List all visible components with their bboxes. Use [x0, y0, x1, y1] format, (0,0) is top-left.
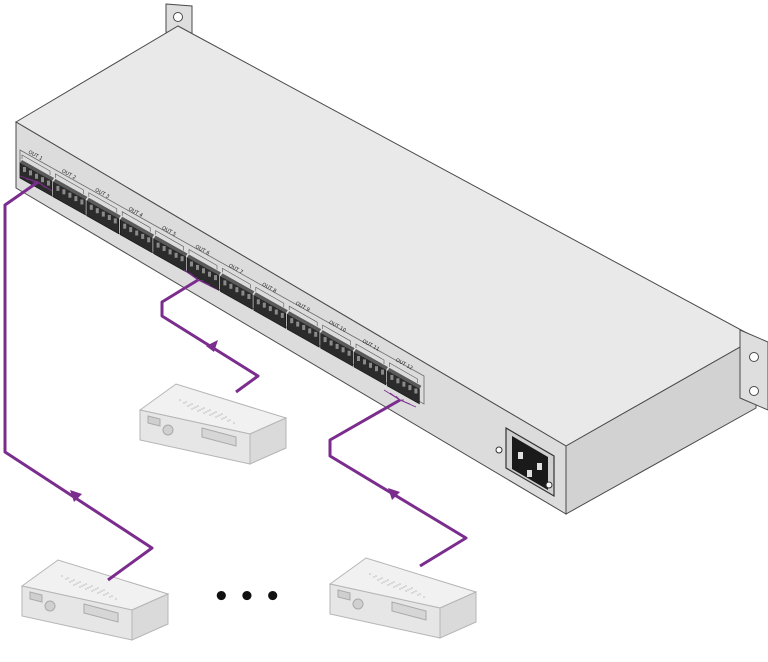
front-rack-ear: [739, 329, 768, 411]
wire-fan-2: [183, 269, 217, 290]
cable-3: [328, 398, 468, 568]
cable-arrow-icon: [70, 490, 82, 502]
terminal-connector: OUT 5: [153, 225, 188, 273]
terminal-connector: OUT 3: [86, 187, 121, 235]
wire-fan-1: [19, 175, 53, 192]
ear-hole-top: [173, 12, 183, 22]
cable-2: [160, 278, 260, 394]
terminal-connector: OUT 1: [19, 150, 54, 197]
ear-hole-upper: [749, 352, 759, 362]
amplifier-icon: [138, 383, 288, 465]
cable-1: [3, 180, 154, 582]
terminal-connector: OUT 2: [53, 168, 88, 216]
cable-group: [3, 175, 468, 582]
wire-fan-3: [383, 389, 417, 408]
rack-unit: [15, 3, 768, 515]
terminal-connector: OUT 11: [353, 339, 388, 386]
power-inlet-icon: [495, 426, 555, 498]
cable-arrow-icon: [388, 488, 400, 500]
amplifier-icon: [328, 557, 478, 639]
amplifier-icon: [20, 559, 170, 641]
cable-arrow-icon: [206, 340, 218, 352]
amplifier-group: [20, 383, 478, 641]
ellipsis-more-amplifiers: • • •: [213, 582, 281, 612]
ear-hole-lower: [749, 386, 759, 396]
